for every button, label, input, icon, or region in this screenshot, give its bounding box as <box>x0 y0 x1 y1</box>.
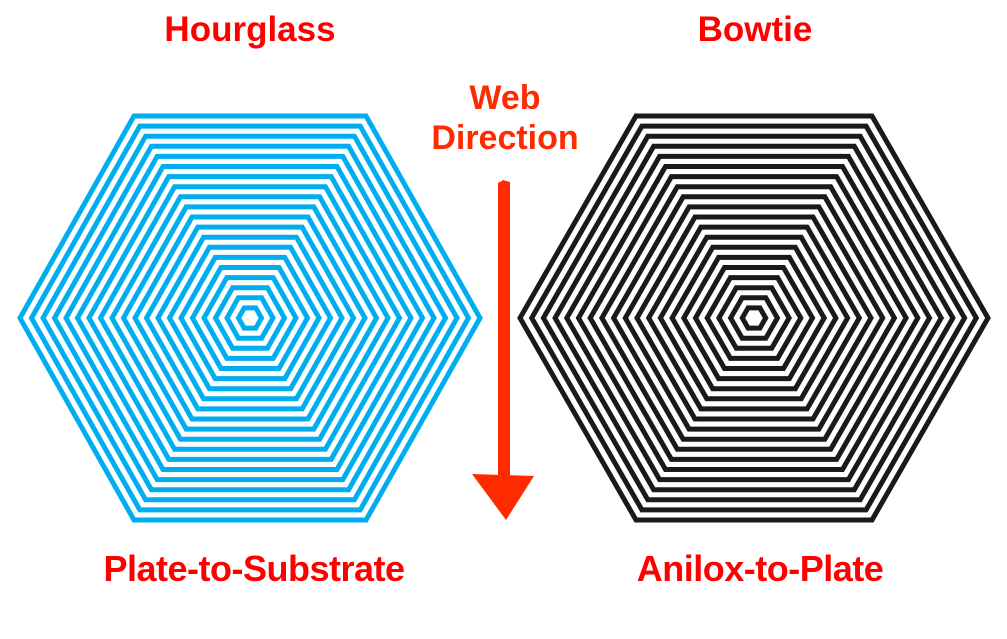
hourglass-hexagon-pattern <box>17 113 483 523</box>
plate-to-substrate-caption: Plate-to-Substrate <box>103 548 405 589</box>
web-direction-line1: Web <box>469 79 541 117</box>
anilox-to-plate-caption: Anilox-to-Plate <box>636 548 884 589</box>
hourglass-title: Hourglass <box>164 10 336 49</box>
web-direction-label: Web Direction <box>410 78 600 158</box>
down-arrow-icon <box>472 180 534 520</box>
bowtie-title: Bowtie <box>697 10 813 49</box>
web-direction-line2: Direction <box>431 119 579 157</box>
bowtie-hexagon-pattern <box>517 113 991 523</box>
